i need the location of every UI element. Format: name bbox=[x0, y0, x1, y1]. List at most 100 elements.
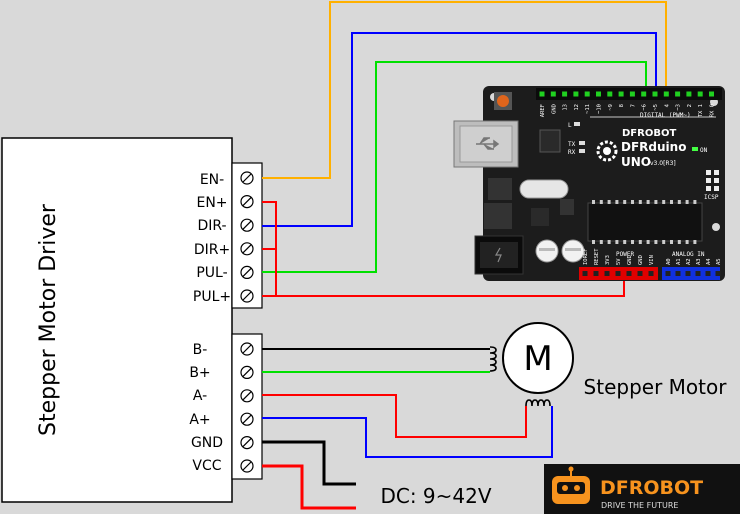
analog-pin-label: A5 bbox=[716, 258, 722, 265]
board-brand: DFROBOT DFRduino UNO v3.0[R3] bbox=[596, 128, 686, 169]
digital-pin bbox=[709, 91, 714, 97]
terminal-label-vcc: VCC bbox=[192, 458, 221, 474]
wire-a-minus bbox=[262, 394, 527, 438]
chip-pin bbox=[638, 240, 642, 244]
chip-pin bbox=[631, 200, 634, 204]
digital-pin bbox=[629, 91, 635, 97]
terminal-label-a-minus: A- bbox=[193, 388, 207, 404]
digital-pin-label: ~10 bbox=[597, 104, 603, 114]
wire-dir-minus bbox=[262, 32, 657, 227]
atmega-pins bbox=[592, 200, 697, 244]
chip-pin bbox=[693, 240, 697, 244]
chip-pin bbox=[599, 240, 603, 244]
power-terminal-screw-slot bbox=[242, 414, 252, 424]
logo-tagline: DRIVE THE FUTURE bbox=[601, 501, 678, 510]
chip-pin bbox=[646, 240, 650, 244]
power-terminal-screw-slot bbox=[242, 367, 252, 377]
digital-pin-label: ~9 bbox=[608, 104, 614, 111]
coil-b-icon bbox=[489, 346, 497, 372]
power-pin-label: GND bbox=[638, 255, 644, 265]
icsp-pin bbox=[714, 170, 719, 175]
chip-pin bbox=[615, 200, 619, 204]
power-pin bbox=[626, 271, 632, 276]
terminal-label-gnd: GND bbox=[191, 435, 223, 451]
digital-pin-label: GND bbox=[551, 104, 557, 114]
driver-body bbox=[1, 137, 233, 503]
power-header-label: POWER bbox=[616, 251, 634, 258]
chip-pin bbox=[670, 200, 673, 204]
digital-pin bbox=[562, 91, 568, 97]
terminal-label-en-minus: EN- bbox=[200, 172, 224, 188]
icsp-pin bbox=[714, 186, 719, 191]
robot-icon bbox=[552, 466, 590, 504]
digital-pin-label: 8 bbox=[619, 104, 625, 107]
chip-pin bbox=[662, 200, 666, 204]
digital-pin bbox=[663, 91, 669, 97]
power-terminal-screw-slot bbox=[242, 438, 252, 448]
dfrduino-uno-board: DFROBOT DFRduino UNO v3.0[R3] TX RX L ON… bbox=[453, 86, 725, 281]
terminal-label-pul-minus: PUL- bbox=[196, 265, 227, 281]
analog-header-label: ANALOG IN bbox=[672, 251, 705, 258]
digital-pin bbox=[539, 91, 545, 97]
digital-pin-label: ~3 bbox=[676, 104, 682, 111]
led-rx-label: RX bbox=[568, 149, 576, 156]
power-pin-label: IOREF bbox=[583, 248, 589, 265]
power-pin-label: 3V3 bbox=[605, 255, 611, 265]
analog-pin-label: A0 bbox=[666, 258, 672, 265]
terminal-label-pul-plus: PUL+ bbox=[193, 289, 231, 305]
wire-en-minus bbox=[262, 1, 667, 179]
analog-pin-label: A4 bbox=[706, 258, 712, 265]
control-terminal-screw-slot bbox=[242, 244, 252, 254]
digital-pin bbox=[675, 91, 681, 97]
led-on-label: ON bbox=[700, 147, 708, 154]
power-pin bbox=[637, 271, 643, 276]
digital-pin bbox=[697, 91, 703, 97]
digital-pin-label: ~6 bbox=[642, 104, 648, 111]
digital-header-label: DIGITAL (PWM~) bbox=[640, 112, 691, 119]
led-rx bbox=[579, 149, 585, 153]
control-terminal-screw-slot bbox=[242, 220, 252, 230]
control-terminal-screw-slot bbox=[242, 197, 252, 207]
power-pin-label: GND bbox=[627, 255, 633, 265]
digital-pin-label: TX 1 bbox=[698, 104, 704, 117]
power-pin bbox=[582, 271, 588, 276]
terminal-label-a-plus: A+ bbox=[189, 412, 210, 428]
chip-pin bbox=[592, 200, 595, 204]
power-pin bbox=[648, 271, 654, 276]
digital-pin bbox=[596, 91, 601, 97]
icsp-pin bbox=[706, 178, 711, 183]
terminal-label-dir-minus: DIR- bbox=[197, 218, 226, 234]
chip-pin bbox=[599, 200, 603, 204]
analog-pin bbox=[705, 271, 711, 276]
digital-pin-label: 13 bbox=[563, 104, 569, 111]
chip-pin bbox=[693, 200, 697, 204]
control-terminal-labels: EN- EN+ DIR- DIR+ PUL- PUL+ bbox=[193, 172, 231, 305]
chip-pin bbox=[646, 200, 650, 204]
power-pin-label: RESET bbox=[594, 248, 600, 265]
digital-pin-label: 7 bbox=[630, 104, 636, 107]
capacitor-mark bbox=[565, 248, 581, 251]
dfrobot-logo: DFROBOT DRIVE THE FUTURE bbox=[544, 464, 740, 514]
led-tx bbox=[579, 141, 585, 145]
chip-pin bbox=[607, 200, 611, 204]
digital-pin-label: ~11 bbox=[585, 104, 591, 114]
chip-pin bbox=[654, 240, 658, 244]
chip-pin bbox=[677, 240, 681, 244]
capacitor-mark bbox=[539, 248, 555, 251]
smd-chip bbox=[560, 199, 574, 215]
gear-icon bbox=[596, 140, 618, 162]
analog-pin-label: A1 bbox=[676, 258, 682, 265]
control-terminal-screws bbox=[240, 171, 254, 303]
analog-pin bbox=[665, 271, 671, 276]
digital-pin-label: 4 bbox=[664, 103, 670, 107]
power-pin bbox=[615, 271, 621, 276]
gear-icon-center bbox=[603, 147, 611, 155]
icsp-label: ICSP bbox=[704, 194, 719, 201]
chip-pin bbox=[631, 240, 634, 244]
chip-pin bbox=[623, 200, 627, 204]
chip-pin bbox=[685, 240, 689, 244]
led-l-label: L bbox=[568, 122, 572, 129]
